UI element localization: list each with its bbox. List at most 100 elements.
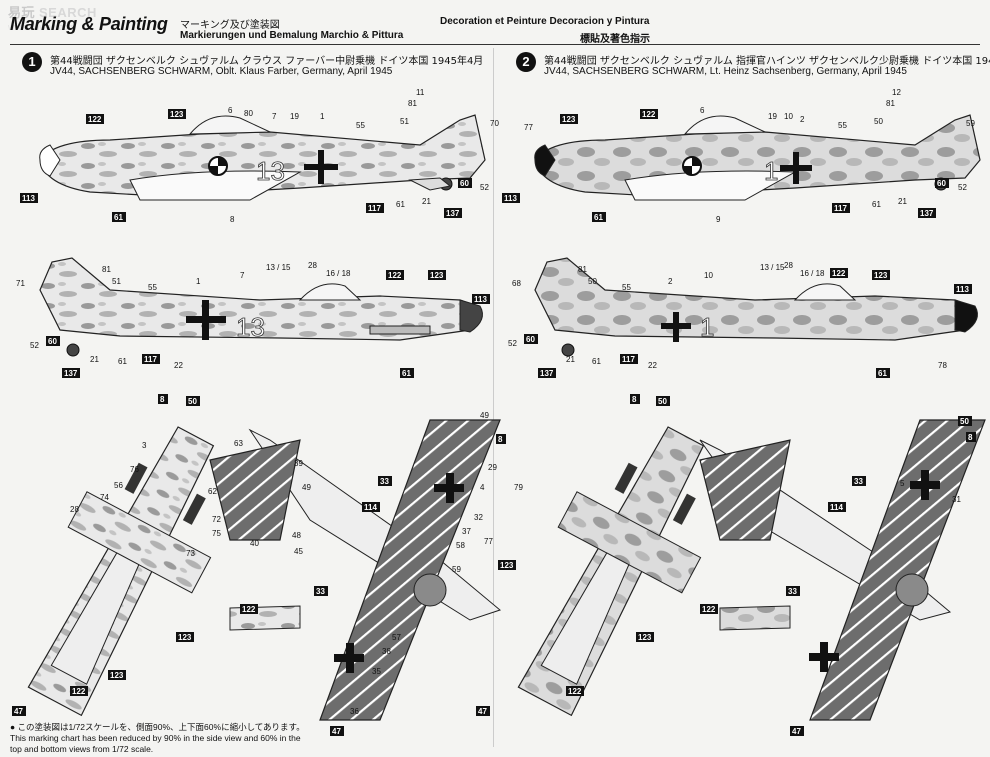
callout-label: 7 (272, 112, 277, 121)
callout-box: 60 (526, 335, 535, 344)
callout-label: 81 (886, 99, 895, 108)
callout-label: 22 (648, 361, 657, 370)
callout-box: 113 (474, 295, 487, 304)
callout-label: 6 (700, 106, 705, 115)
callout-label: 1 (196, 277, 201, 286)
callout-label: 8 (230, 215, 235, 224)
callout-box: 61 (878, 369, 887, 378)
callout-label: 55 (622, 283, 631, 292)
scheme-1-top-view (27, 426, 215, 717)
callout-label: 55 (148, 283, 157, 292)
scheme-2-badge: 2 (516, 52, 536, 72)
callout-label: 71 (16, 279, 25, 288)
callout-box: 117 (144, 355, 157, 364)
callout-label: 21 (422, 197, 431, 206)
callout-label: 51 (112, 277, 121, 286)
scheme-1-side-left: 13 (39, 114, 486, 201)
footnote-jp: ● この塗装図は1/72スケールを、側面90%、上下面60%に縮小してあります。 (10, 722, 305, 732)
callout-box: 33 (854, 477, 863, 486)
callout-label: 19 (290, 112, 299, 121)
callout-label: 59 (452, 565, 461, 574)
callout-label: 9 (716, 215, 721, 224)
header-cn: 標貼及著色指示 (580, 34, 650, 45)
callout-box: 117 (368, 204, 381, 213)
callout-box: 122 (242, 605, 256, 614)
callout-label: 61 (592, 357, 601, 366)
callout-label: 31 (952, 495, 961, 504)
callout-label: 7 (240, 271, 245, 280)
callout-label: 59 (966, 119, 975, 128)
scheme-1-side-right: 13 (39, 257, 483, 357)
callout-box: 117 (622, 355, 635, 364)
scheme-2-tailplane (719, 605, 791, 631)
callout-box: 137 (920, 209, 934, 218)
callouts-scheme-2-side-top: 77 123 122 6 19 10 2 55 12 81 50 59 52 6… (502, 88, 975, 224)
callout-box: 50 (658, 397, 667, 406)
callout-label: 6 (228, 106, 233, 115)
callout-label: 16 / 18 (800, 269, 825, 278)
callout-label: 16 / 18 (326, 269, 351, 278)
scheme-2-side-right: 1 (534, 257, 978, 357)
callout-label: 38 (382, 647, 391, 656)
callout-box: 47 (478, 707, 487, 716)
callouts-scheme-1-side-bottom: 71 81 51 55 1 7 13 / 15 28 16 / 18 122 1… (16, 261, 490, 378)
callout-label: 40 (250, 539, 259, 548)
scheme-2-top-view (517, 426, 705, 717)
header-rule (10, 44, 980, 45)
callout-box: 123 (874, 271, 888, 280)
callout-label: 62 (208, 487, 217, 496)
callout-label: 61 (118, 357, 127, 366)
callout-label: 73 (186, 549, 195, 558)
callout-label: 19 (768, 112, 777, 121)
callout-label: 1 (320, 112, 325, 121)
callout-label: 21 (566, 355, 575, 364)
callout-box: 137 (540, 369, 554, 378)
callout-box: 123 (638, 633, 652, 642)
callout-label: 2 (800, 115, 805, 124)
callout-label: 50 (874, 117, 883, 126)
callout-label: 79 (514, 483, 523, 492)
callout-box: 33 (316, 587, 325, 596)
callout-box: 61 (402, 369, 411, 378)
callout-box: 122 (88, 115, 102, 124)
callout-label: 55 (356, 121, 365, 130)
callouts-plan: 8 50 3 76 74 56 28 63 62 72 75 73 39 49 … (12, 394, 976, 736)
callout-box: 114 (364, 503, 377, 512)
callout-label: 52 (30, 341, 39, 350)
callout-box: 123 (178, 633, 192, 642)
callout-box: 122 (702, 605, 716, 614)
callout-box: 123 (110, 671, 124, 680)
callouts-scheme-2-side-bottom: 68 81 50 55 2 10 13 / 15 28 16 / 18 122 … (508, 261, 972, 378)
callout-box: 47 (332, 727, 341, 736)
callout-box: 123 (562, 115, 576, 124)
scheme-1-title-jp: 第44戦闘団 ザクセンベルク シュヴァルム クラウス ファーバー中尉乗機 ドイツ… (50, 56, 484, 67)
callout-box: 137 (446, 209, 460, 218)
callout-label: 78 (938, 361, 947, 370)
callout-box: 50 (960, 417, 969, 426)
callout-box: 8 (968, 433, 973, 442)
callout-box: 123 (430, 271, 444, 280)
callout-box: 60 (460, 179, 469, 188)
callout-label: 21 (90, 355, 99, 364)
callout-label: 10 (784, 112, 793, 121)
scheme-1-title-en: JV44, SACHSENBERG SCHWARM, Oblt. Klaus F… (50, 66, 393, 77)
scheme-2-code-bottom: 1 (700, 312, 714, 342)
scheme-2-code-top: 1 (764, 156, 778, 186)
callout-box: 122 (388, 271, 402, 280)
callout-label: 11 (416, 88, 425, 97)
callout-box: 113 (956, 285, 969, 294)
scheme-1-bottom-view (209, 419, 502, 721)
callout-box: 117 (834, 204, 847, 213)
callout-label: 56 (114, 481, 123, 490)
callout-label: 70 (490, 119, 499, 128)
callout-label: 12 (892, 88, 901, 97)
callout-label: 74 (100, 493, 109, 502)
callout-label: 22 (174, 361, 183, 370)
callout-label: 61 (872, 200, 881, 209)
callout-label: 55 (838, 121, 847, 130)
callout-label: 28 (308, 261, 317, 270)
callout-box: 123 (500, 561, 514, 570)
callout-box: 60 (48, 337, 57, 346)
